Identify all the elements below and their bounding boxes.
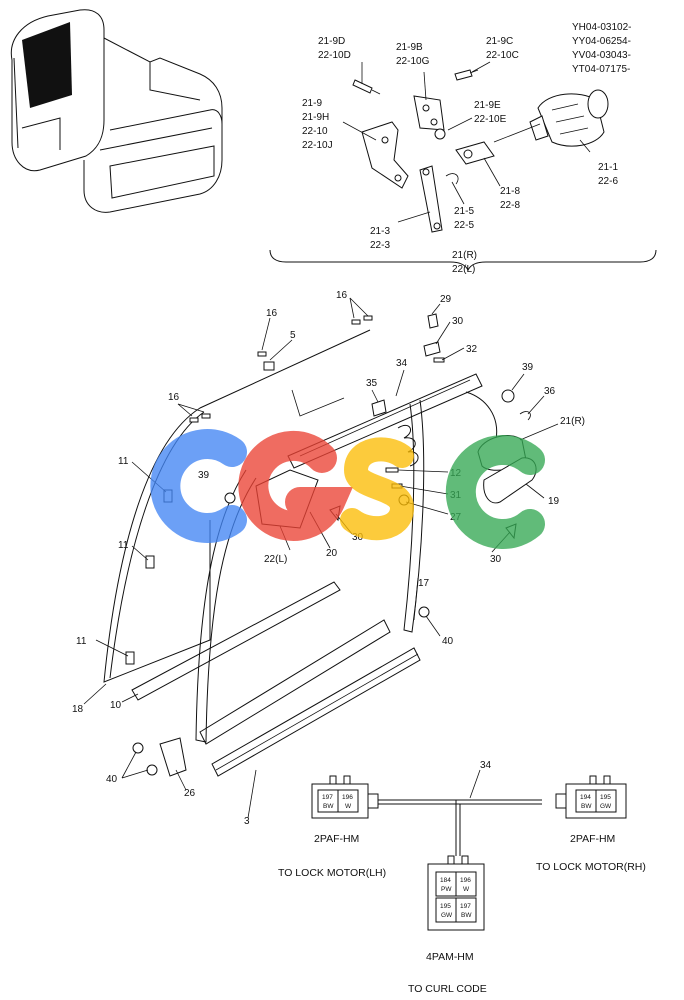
callout-18: 18 — [72, 704, 84, 715]
connector-name: 2PAF-HM — [314, 833, 359, 845]
callout-16: 16 — [336, 290, 348, 301]
callout-21-9h: 21-9H — [302, 112, 329, 123]
pin-number: 194 — [580, 794, 591, 801]
serial-number: YT04-07175- — [572, 64, 630, 75]
callout-10: 10 — [110, 700, 122, 711]
callout-29: 29 — [440, 294, 452, 305]
connector-curl-code — [427, 855, 485, 931]
pin-color: GW — [600, 803, 612, 810]
callout-22-10: 22-10 — [302, 126, 328, 137]
pin-number: 195 — [440, 903, 451, 910]
callout-21-9e: 21-9E — [474, 100, 501, 111]
callout-21-1: 21-1 — [598, 162, 618, 173]
pin-color: BW — [323, 803, 334, 810]
callout-22-10c: 22-10C — [486, 50, 519, 61]
serial-number: YY04-06254- — [572, 36, 631, 47]
callout-22-10d: 22-10D — [318, 50, 351, 61]
callout-21-r: 21(R) — [452, 250, 477, 261]
serial-number: YV04-03043- — [572, 50, 631, 61]
callout-21-9b: 21-9B — [396, 42, 423, 53]
callout-22-5: 22-5 — [454, 220, 474, 231]
pin-number: 197 — [460, 903, 471, 910]
pin-color: BW — [581, 803, 592, 810]
callout-3: 3 — [244, 816, 250, 827]
pin-color: PW — [441, 886, 452, 893]
lock-assembly-inset — [269, 61, 657, 272]
callout-20: 20 — [326, 548, 338, 559]
pin-number: 197 — [322, 794, 333, 801]
callout-30: 30 — [490, 554, 502, 565]
callout-11: 11 — [76, 636, 87, 647]
connector-lock-motor-lh — [311, 775, 379, 819]
callout-21-8: 21-8 — [500, 186, 520, 197]
callout-39: 39 — [198, 470, 210, 481]
callout-40: 40 — [106, 774, 118, 785]
callout-26: 26 — [184, 788, 196, 799]
callout-22-8: 22-8 — [500, 200, 520, 211]
watermark-letter-c2 — [445, 435, 545, 549]
watermark-letter-s — [340, 437, 415, 540]
callout-32: 32 — [466, 344, 478, 355]
callout-17: 17 — [418, 578, 430, 589]
callout-30: 30 — [452, 316, 464, 327]
callout-21-9d: 21-9D — [318, 36, 345, 47]
callout-21-r: 21(R) — [560, 416, 585, 427]
callout-21-5: 21-5 — [454, 206, 474, 217]
callout-34: 34 — [396, 358, 408, 369]
watermark-logo — [150, 429, 545, 549]
callout-22-10e: 22-10E — [474, 114, 507, 125]
harness-label-34: 34 — [480, 760, 492, 771]
connector-lock-motor-rh — [555, 775, 627, 819]
pin-number: 196 — [460, 877, 471, 884]
watermark-letter-g — [238, 430, 354, 541]
wiring-harness — [378, 769, 542, 856]
pin-number: 184 — [440, 877, 451, 884]
pin-color: GW — [441, 912, 453, 919]
callout-5: 5 — [290, 330, 296, 341]
connector-caption: TO LOCK MOTOR(LH) — [278, 867, 386, 879]
connector-name: 2PAF-HM — [570, 833, 615, 845]
callout-39: 39 — [522, 362, 534, 373]
callout-40: 40 — [442, 636, 454, 647]
serial-number: YH04-03102- — [572, 22, 631, 33]
callout-16: 16 — [168, 392, 180, 403]
connector-caption: TO CURL CODE — [408, 983, 487, 995]
callout-11: 11 — [118, 456, 129, 467]
callout-22-10j: 22-10J — [302, 140, 333, 151]
watermark-letter-c — [150, 429, 247, 543]
callout-30: 30 — [352, 532, 364, 543]
callout-22-10g: 22-10G — [396, 56, 430, 67]
callout-22-6: 22-6 — [598, 176, 618, 187]
callout-22-l: 22(L) — [452, 264, 475, 275]
callout-21-9: 21-9 — [302, 98, 322, 109]
pin-color: W — [463, 886, 470, 893]
pin-color: BW — [461, 912, 472, 919]
callout-21-3: 21-3 — [370, 226, 390, 237]
callout-11: 11 — [118, 540, 129, 551]
callout-16: 16 — [266, 308, 278, 319]
callout-21-9c: 21-9C — [486, 36, 513, 47]
pin-number: 195 — [600, 794, 611, 801]
callout-22-3: 22-3 — [370, 240, 390, 251]
callout-36: 36 — [544, 386, 556, 397]
connector-caption: TO LOCK MOTOR(RH) — [536, 861, 646, 873]
callout-35: 35 — [366, 378, 378, 389]
door-assembly — [83, 297, 559, 819]
pin-color: W — [345, 803, 352, 810]
connector-name: 4PAM-HM — [426, 951, 474, 963]
cab-thumbnail — [10, 9, 223, 213]
pin-number: 196 — [342, 794, 353, 801]
callout-22-l: 22(L) — [264, 554, 287, 565]
callout-19: 19 — [548, 496, 560, 507]
